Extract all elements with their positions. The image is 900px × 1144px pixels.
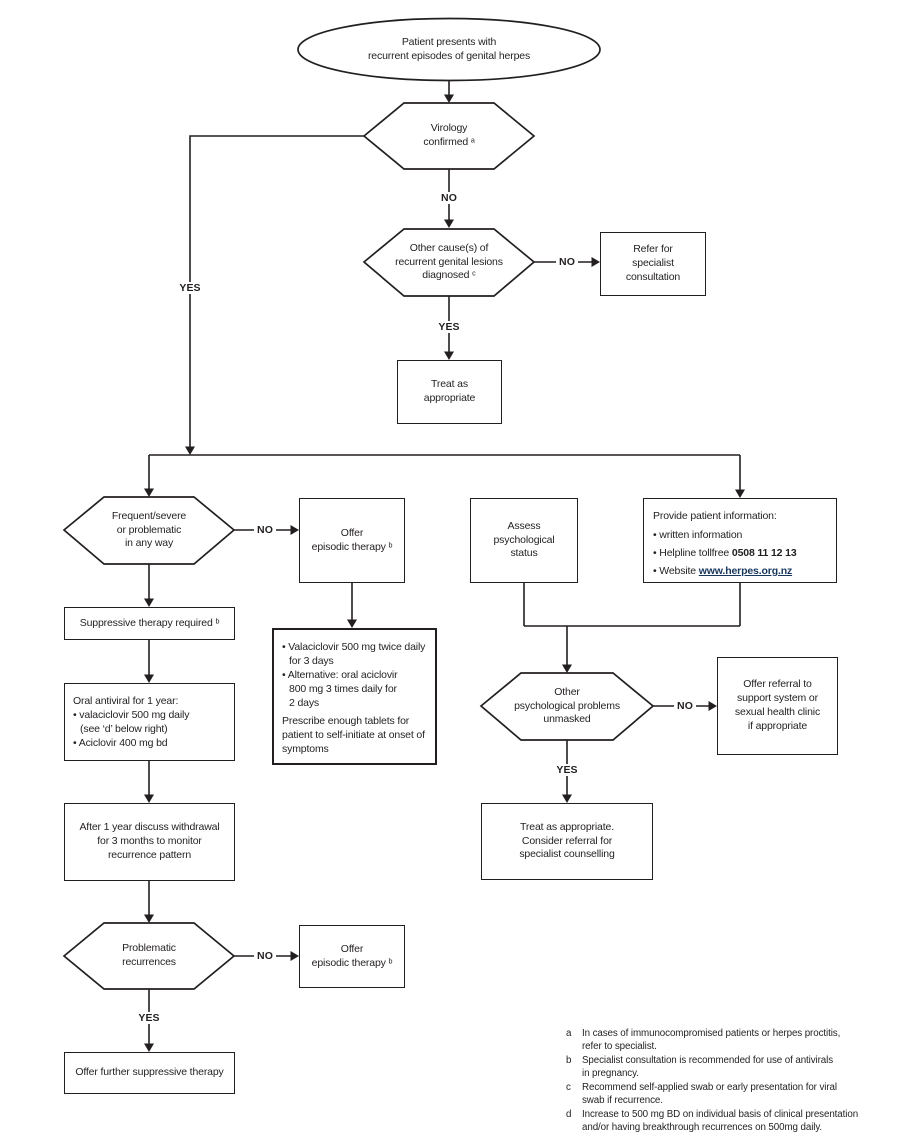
other-causes-decision-label: Other cause(s) of recurrent genital lesi… — [395, 241, 503, 282]
label-problematic-no: NO — [254, 950, 276, 962]
arrowhead-episodic1 — [290, 525, 299, 535]
footnote-c-text: Recommend self-applied swab or early pre… — [582, 1082, 837, 1106]
arrowhead-provide — [735, 489, 745, 498]
arrowhead-start — [444, 94, 454, 103]
detail-line-4: 2 days — [289, 697, 320, 709]
provide-title: Provide patient information: — [653, 510, 777, 522]
footnote-a-letter: a — [566, 1028, 572, 1039]
problematic-decision-label: Problematic recurrences — [122, 942, 176, 968]
footnote-c: c Recommend self-applied swab or early p… — [566, 1082, 878, 1107]
footnote-a-text: In cases of immunocompromised patients o… — [582, 1028, 841, 1052]
helpline-number: 0508 11 12 13 — [731, 547, 797, 559]
arrowhead-detail — [347, 619, 357, 628]
detail-line-1: for 3 days — [289, 655, 334, 667]
offer-further-suppressive-box: Offer further suppressive therapy — [64, 1052, 235, 1094]
arrowhead-episodic2 — [290, 951, 299, 961]
provide-website-line: • Website www.herpes.org.nz — [653, 564, 828, 579]
detail-line-2: • Alternative: oral aciclovir — [282, 669, 398, 681]
episodic-therapy-detail-box: • Valaciclovir 500 mg twice daily for 3 … — [272, 628, 437, 765]
footnote-b-letter: b — [566, 1055, 572, 1067]
arrowhead-yes-branch — [185, 446, 195, 455]
herpes-website-link[interactable]: www.herpes.org.nz — [698, 565, 793, 577]
detail-line-5: Prescribe enough tablets for — [282, 715, 410, 727]
oral-line-title: Oral antiviral for 1 year: — [73, 695, 179, 707]
arrowhead-refer — [591, 257, 600, 267]
offer-episodic-therapy-box-1: Offer episodic therapy ᵇ — [299, 498, 405, 583]
arrowhead-frequent — [144, 488, 154, 497]
arrowhead-counselling — [562, 794, 572, 803]
footnote-a: a In cases of immunocompromised patients… — [566, 1028, 878, 1053]
refer-specialist-box: Refer for specialist consultation — [600, 232, 706, 296]
footnotes: a In cases of immunocompromised patients… — [566, 1028, 878, 1136]
arrowhead-referral — [708, 701, 717, 711]
treat-counselling-box: Treat as appropriate. Consider referral … — [481, 803, 653, 880]
arrowheads — [144, 94, 745, 1052]
detail-line-6: patient to self-initiate at onset of — [282, 729, 425, 741]
offer-referral-box: Offer referral to support system or sexu… — [717, 657, 838, 755]
label-frequent-no: NO — [254, 524, 276, 536]
assess-psychological-box: Assess psychological status — [470, 498, 578, 583]
footnote-d-text: Increase to 500 mg BD on individual basi… — [582, 1109, 859, 1133]
decision-shapes — [62, 17, 655, 990]
frequent-decision-label: Frequent/severe or problematic in any wa… — [111, 509, 187, 550]
arrowhead-virology-no — [444, 219, 454, 228]
provide-written-info: • written information — [653, 529, 743, 541]
label-other-causes-no: NO — [556, 256, 578, 268]
offer-episodic-therapy-box-2: Offer episodic therapy ᵇ — [299, 925, 405, 988]
after-one-year-box: After 1 year discuss withdrawal for 3 mo… — [64, 803, 235, 881]
arrowhead-treat — [444, 351, 454, 360]
oral-line-valaciclovir: • valaciclovir 500 mg daily — [73, 709, 190, 721]
arrowhead-psych-hex — [562, 664, 572, 673]
label-virology-yes: YES — [176, 282, 204, 294]
footnote-b-text: Specialist consultation is recommended f… — [582, 1055, 834, 1079]
label-psych-yes: YES — [553, 764, 581, 776]
provide-helpline-line: • Helpline tollfree 0508 11 12 13 — [653, 546, 828, 561]
footnote-b: b Specialist consultation is recommended… — [566, 1055, 878, 1080]
treat-appropriate-box: Treat as appropriate — [397, 360, 502, 424]
psych-problems-decision-label: Other psychological problems unmasked — [514, 685, 620, 726]
oral-antiviral-box: Oral antiviral for 1 year: • valaciclovi… — [64, 683, 235, 761]
start-node-label: Patient presents with recurrent episodes… — [367, 36, 531, 62]
provide-patient-information-box: Provide patient information: • written i… — [643, 498, 837, 583]
virology-decision-label: Virology confirmed ᵃ — [423, 122, 475, 148]
label-psych-no: NO — [674, 700, 696, 712]
connector-virology-yes — [189, 135, 364, 447]
footnote-d: d Increase to 500 mg BD on individual ba… — [566, 1109, 878, 1134]
label-virology-no: NO — [438, 192, 460, 204]
virology-hexagon-shape — [362, 102, 536, 170]
detail-line-3: 800 mg 3 times daily for — [289, 683, 397, 695]
suppressive-therapy-box: Suppressive therapy required ᵇ — [64, 607, 235, 640]
connector-psych-join — [523, 583, 741, 665]
oral-line-see-d: (see ‘d’ below right) — [80, 723, 168, 735]
arrowhead-after — [144, 794, 154, 803]
detail-line-7: symptoms — [282, 743, 329, 755]
footnote-d-letter: d — [566, 1109, 572, 1121]
label-problematic-yes: YES — [135, 1012, 163, 1024]
arrowhead-further — [144, 1043, 154, 1052]
detail-line-0: • Valaciclovir 500 mg twice daily — [282, 641, 426, 653]
helpline-label: • Helpline tollfree — [653, 547, 732, 559]
oral-line-aciclovir: • Aciclovir 400 mg bd — [73, 737, 168, 749]
website-label: • Website — [653, 565, 699, 577]
arrowhead-oral — [144, 674, 154, 683]
arrowhead-problematic — [144, 914, 154, 923]
footnote-c-letter: c — [566, 1082, 571, 1094]
arrowhead-suppressive — [144, 598, 154, 607]
connector-lines — [148, 80, 741, 1044]
label-other-causes-yes: YES — [435, 321, 463, 333]
